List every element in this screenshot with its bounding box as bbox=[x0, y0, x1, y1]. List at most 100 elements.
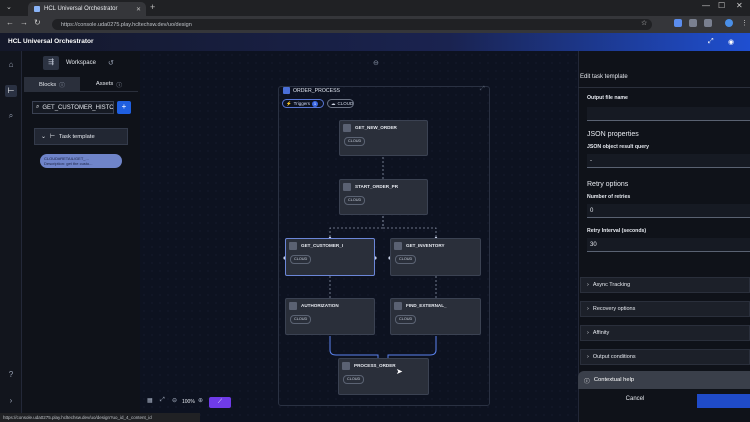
expand-icon[interactable]: ⤢ bbox=[480, 86, 485, 92]
minimize-icon[interactable]: — bbox=[702, 1, 710, 10]
expand-rail-icon[interactable]: › bbox=[9, 396, 13, 405]
magic-icon[interactable]: ⤢ bbox=[708, 38, 714, 45]
url-field[interactable]: https://console.uda0275.play.hcltechsw.d… bbox=[52, 19, 652, 30]
new-tab-icon[interactable]: + bbox=[150, 2, 156, 12]
node-cloud-tag: CLOUD bbox=[395, 255, 417, 264]
interval-label: Retry Interval (seconds) bbox=[587, 228, 647, 234]
browser-tab[interactable]: HCL Universal Orchestrator ✕ bbox=[28, 2, 146, 16]
chip-description: Description: get the custo... bbox=[44, 161, 93, 166]
node-cloud-tag: CLOUD bbox=[344, 196, 366, 205]
flow-icon bbox=[283, 87, 290, 94]
close-tab-icon[interactable]: ✕ bbox=[135, 6, 141, 13]
left-rail bbox=[0, 51, 22, 422]
node-name: FIND_EXTERNAL_ bbox=[406, 303, 447, 308]
wand-icon: ⟋ bbox=[217, 399, 223, 405]
chevron-down-icon: ⌄ bbox=[41, 133, 46, 140]
task-template-label: Task template bbox=[58, 133, 95, 140]
save-button[interactable] bbox=[697, 394, 750, 408]
flow-header: ORDER_PROCESS bbox=[283, 87, 340, 94]
task-icon bbox=[343, 124, 351, 132]
chevron-right-icon: › bbox=[587, 282, 589, 288]
json-query-input[interactable]: - bbox=[587, 154, 750, 168]
forward-icon[interactable]: → bbox=[20, 18, 28, 27]
workspace-icon: ⇶ bbox=[43, 56, 59, 70]
flow-frame bbox=[278, 86, 490, 406]
flow-node[interactable]: FIND_EXTERNAL_CLOUD bbox=[390, 298, 481, 335]
browser-menu-icon[interactable]: ⋮ bbox=[741, 20, 748, 27]
accordion-label: Output conditions bbox=[592, 354, 636, 360]
chip-title: CLOUD#RETAIL/GET_... bbox=[44, 156, 89, 161]
zoom-in-icon[interactable]: ⊕ bbox=[198, 398, 204, 404]
tab-title: HCL Universal Orchestrator bbox=[44, 6, 118, 12]
node-cloud-tag: CLOUD bbox=[290, 315, 312, 324]
task-icon bbox=[343, 183, 351, 191]
cancel-button[interactable]: Cancel bbox=[625, 396, 645, 402]
bookmark-star-icon[interactable]: ☆ bbox=[641, 20, 648, 27]
extensions-puzzle-icon[interactable] bbox=[704, 19, 712, 27]
accordion-recovery-options[interactable]: ›Recovery options bbox=[580, 301, 750, 317]
triggers-label: Triggers bbox=[293, 101, 310, 106]
accordion-async-tracking[interactable]: ›Async Tracking bbox=[580, 277, 750, 293]
task-icon bbox=[289, 302, 297, 310]
tab-search-icon[interactable]: ⌄ bbox=[6, 4, 12, 11]
extension-icon[interactable] bbox=[674, 19, 682, 27]
back-icon[interactable]: ← bbox=[6, 18, 14, 27]
panel-title: Edit task template bbox=[580, 74, 628, 80]
canvas-center-icon[interactable]: ⊖ bbox=[373, 60, 379, 67]
output-file-label: Output file name bbox=[587, 95, 628, 101]
zoom-level: 100% bbox=[182, 399, 195, 405]
close-window-icon[interactable]: ✕ bbox=[736, 1, 743, 10]
accordion-label: Affinity bbox=[592, 330, 610, 336]
grid-icon[interactable]: ▦ bbox=[147, 398, 153, 404]
search-input[interactable]: ⌕GET_CUSTOMER_HISTC bbox=[32, 101, 114, 114]
home-icon[interactable]: ⌂ bbox=[8, 60, 14, 69]
profile-avatar[interactable] bbox=[725, 19, 733, 27]
add-block-button[interactable]: + bbox=[117, 101, 131, 114]
output-file-input[interactable] bbox=[587, 107, 750, 121]
accordion-output-conditions[interactable]: ›Output conditions bbox=[580, 349, 750, 365]
contextual-help-label: Contextual help bbox=[593, 377, 635, 383]
json-properties-heading: JSON properties bbox=[587, 131, 639, 138]
chevron-right-icon: › bbox=[587, 354, 589, 360]
cloud-label: CLOUD bbox=[337, 101, 354, 106]
node-cloud-tag: CLOUD bbox=[344, 137, 366, 146]
fit-view-icon[interactable]: ⤢ bbox=[160, 397, 165, 403]
interval-input[interactable]: 30 bbox=[587, 238, 750, 252]
help-icon[interactable]: ? bbox=[8, 370, 14, 379]
template-chip[interactable]: CLOUD#RETAIL/GET_...Description: get the… bbox=[40, 154, 122, 168]
accordion-affinity[interactable]: ›Affinity bbox=[580, 325, 750, 341]
zoom-out-icon[interactable]: ⊖ bbox=[172, 398, 178, 404]
undo-icon[interactable]: ↺ bbox=[108, 60, 114, 67]
maximize-icon[interactable]: ☐ bbox=[718, 1, 726, 10]
task-icon bbox=[289, 242, 297, 250]
triggers-count: 1 bbox=[311, 100, 318, 107]
url-text: https://console.uda0275.play.hcltechsw.d… bbox=[61, 21, 192, 28]
design-icon[interactable]: ⊢ bbox=[5, 85, 17, 97]
divider bbox=[578, 87, 750, 88]
task-template-group[interactable]: ⌄⊢Task template bbox=[34, 128, 128, 145]
help-icon: ⓘ bbox=[584, 378, 590, 385]
flow-name: ORDER_PROCESS bbox=[293, 87, 340, 94]
info-icon: ⓘ bbox=[59, 83, 65, 89]
extension-icon[interactable] bbox=[689, 19, 697, 27]
accordion-label: Async Tracking bbox=[592, 282, 631, 288]
chevron-right-icon: › bbox=[587, 330, 589, 336]
node-name: PROCESS_ORDER bbox=[354, 363, 396, 368]
user-icon[interactable]: ◉ bbox=[728, 39, 735, 46]
monitor-search-icon[interactable]: ⌕ bbox=[8, 111, 14, 120]
workspace-label: Workspace bbox=[66, 60, 96, 66]
info-icon: ⓘ bbox=[116, 82, 123, 89]
retries-input[interactable]: 0 bbox=[587, 204, 750, 218]
auto-layout-button[interactable]: ⟋ bbox=[209, 397, 231, 408]
reload-icon[interactable]: ↻ bbox=[34, 18, 41, 27]
